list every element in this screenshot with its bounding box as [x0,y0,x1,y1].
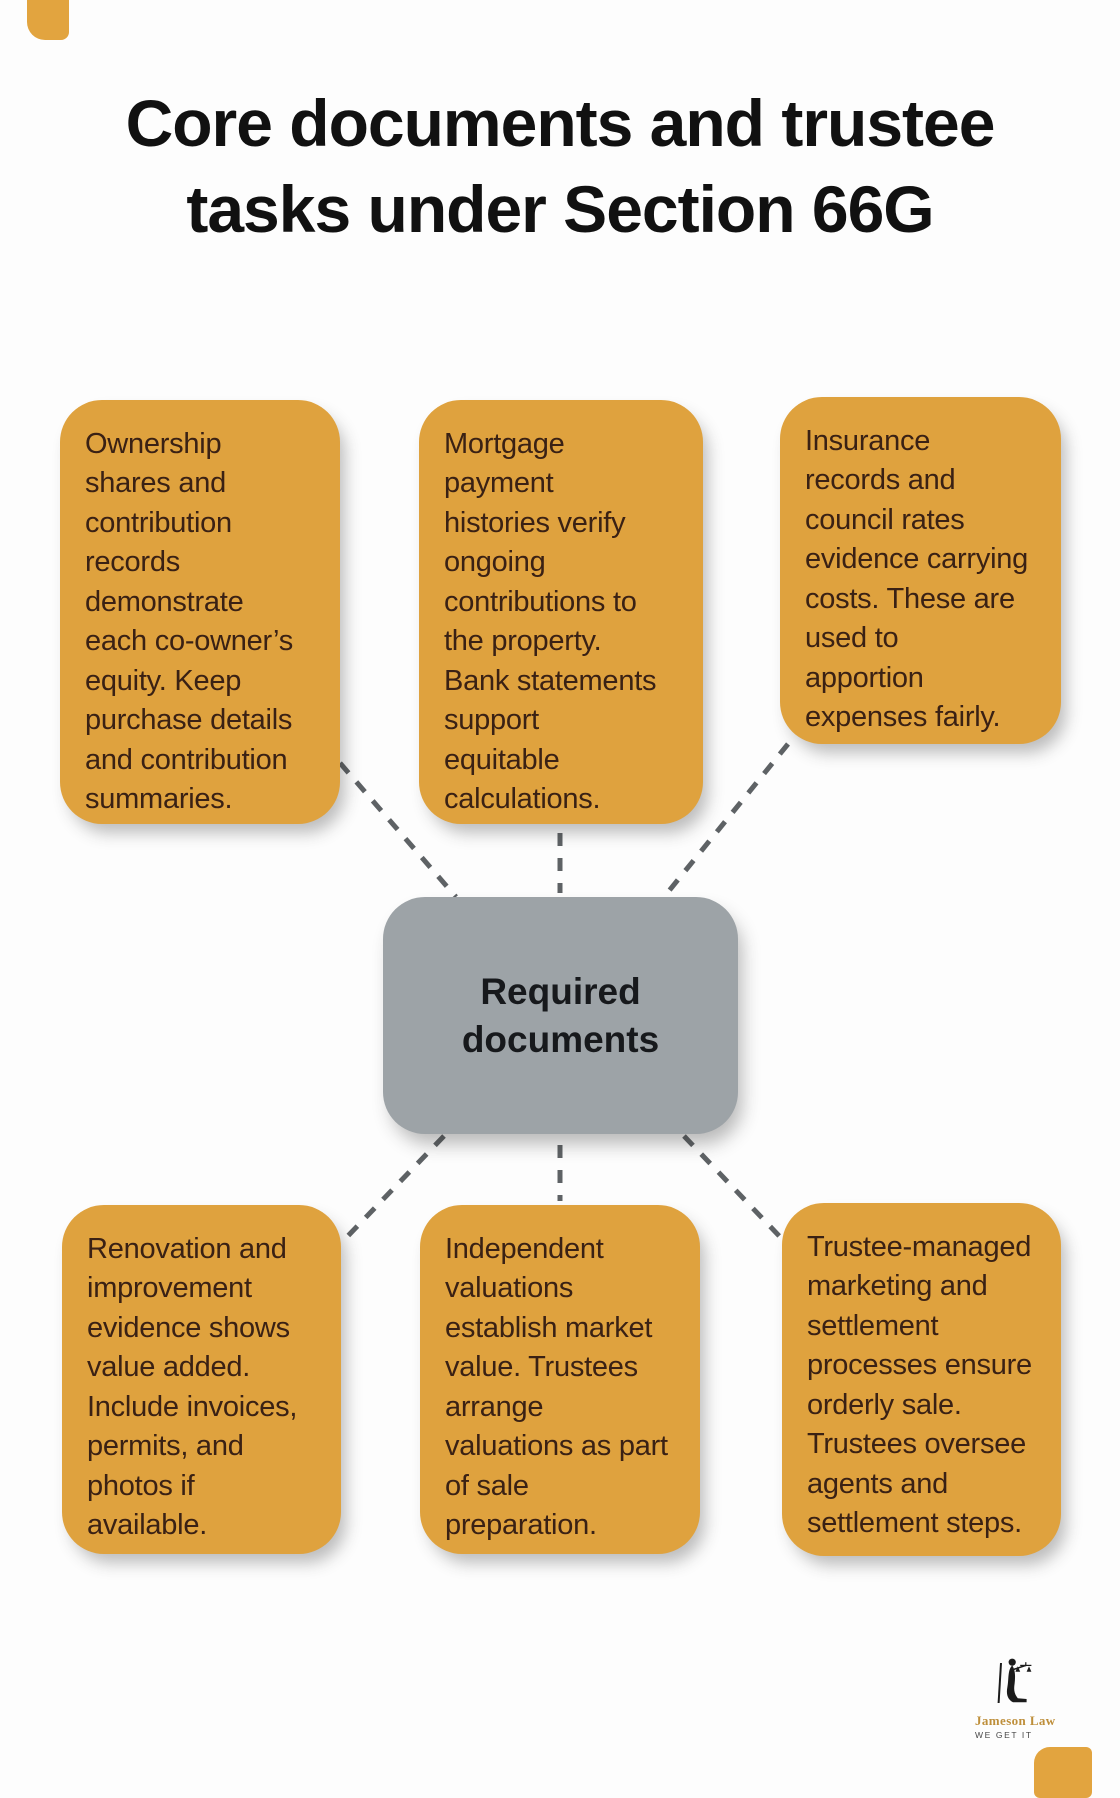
card-renovation-evidence: Renovation and improvement evidence show… [62,1205,341,1554]
page-title: Core documents and trustee tasks under S… [125,86,996,247]
card-mortgage-histories: Mortgage payment histories verify ongoin… [419,400,703,824]
center-node-required-documents: Required documents [383,897,738,1134]
connector-bottom-right-diagonal [682,1134,786,1243]
card-insurance-rates: Insurance records and council rates evid… [780,397,1061,744]
corner-accent-bottom-right [1034,1747,1092,1798]
logo-name: Jameson Law [975,1713,1056,1728]
card-ownership-records: Ownership shares and contribution record… [60,400,340,824]
card-trustee-settlement: Trustee-managed marketing and settlement… [782,1203,1061,1556]
lady-justice-icon [997,1658,1032,1704]
card-independent-valuations: Independent valuations establish market … [420,1205,700,1554]
jameson-law-logo: Jameson Law WE GET IT [975,1655,1085,1740]
logo-tagline: WE GET IT [975,1730,1033,1740]
corner-accent-top-left [27,0,69,40]
